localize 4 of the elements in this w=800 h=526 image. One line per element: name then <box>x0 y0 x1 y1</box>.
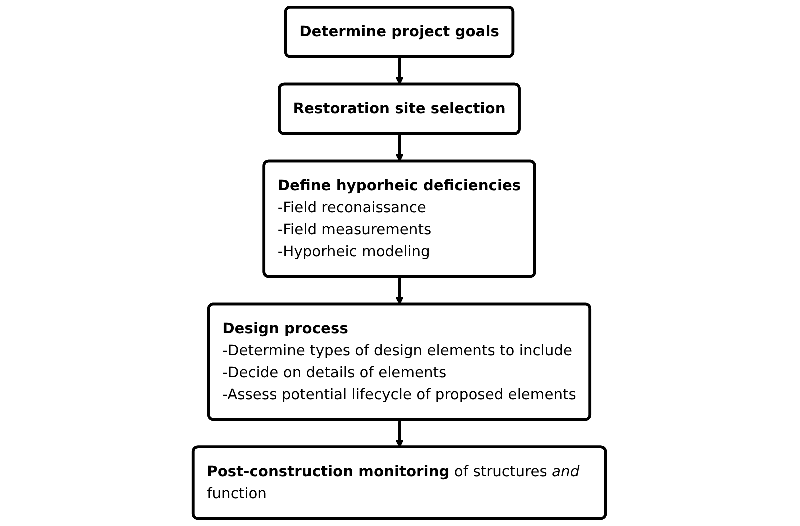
arrow <box>396 57 404 86</box>
arrow <box>396 134 404 162</box>
arrow <box>396 420 404 448</box>
arrow <box>396 277 404 306</box>
